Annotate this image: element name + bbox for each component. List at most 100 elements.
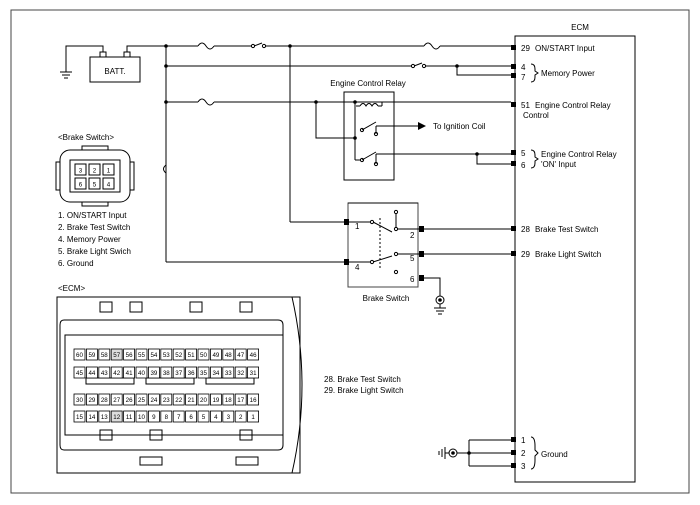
ecm-pin-number: 52 — [175, 352, 182, 359]
ecm-pin-cell — [247, 366, 260, 379]
ecm-pin-number: 36 — [188, 370, 195, 377]
ecm-connector-title: <ECM> — [58, 284, 85, 293]
ecm-pin-number: 8 — [165, 414, 169, 421]
ecm-title: ECM — [571, 23, 589, 32]
ecm-pin-3-num: 3 — [521, 462, 526, 471]
ecm-pin-number: 42 — [113, 370, 120, 377]
ecm-pin-cell — [98, 393, 111, 406]
ecm-pin-cell — [98, 410, 111, 423]
ecm-pin-cell — [209, 348, 222, 361]
ecm-pin-number: 47 — [237, 352, 244, 359]
brake-switch-connector: <Brake Switch> 3 2 1 6 5 4 1. ON/START I… — [55, 133, 135, 268]
ecm-pin-cell — [160, 348, 173, 361]
ecm-pin-cell — [110, 348, 123, 361]
ecm-block — [514, 35, 636, 483]
ecm-pin-cell — [160, 393, 173, 406]
ecm-pin-number: 27 — [113, 397, 120, 404]
ecm-pin-cell — [234, 366, 247, 379]
ecm-pin-cell — [197, 348, 210, 361]
ecm-pin-cell — [86, 348, 98, 361]
ecr-on-label-1: Engine Control Relay — [541, 150, 617, 159]
ecm-pin-number: 46 — [250, 352, 257, 359]
wire-memory-power — [163, 44, 511, 263]
ecm-pin-number: 21 — [188, 397, 195, 404]
wire-on-start — [166, 42, 511, 223]
ecm-pin-cell — [147, 410, 160, 423]
ecm-pin-cell — [147, 393, 160, 406]
ecm-pin-cell — [86, 393, 98, 406]
ecm-pin-number: 41 — [126, 370, 133, 377]
ecm-pin-cell — [209, 393, 222, 406]
ecm-pin-number: 7 — [177, 414, 181, 421]
ecm-pin-number: 10 — [138, 414, 145, 421]
ecm-pin-number: 5 — [202, 414, 206, 421]
ecm-pin-number: 39 — [150, 370, 157, 377]
ecm-pin-number: 29 — [88, 397, 95, 404]
ecm-pin-cell — [172, 366, 185, 379]
bc-legend-2: 2. Brake Test Switch — [58, 223, 130, 232]
bc-cell: 1 — [107, 168, 111, 175]
ecm-pin-number: 34 — [212, 370, 219, 377]
ecm-pin-number: 54 — [150, 352, 157, 359]
bs-pin-4: 4 — [355, 263, 360, 272]
ecm-pin-29-label: ON/START Input — [535, 44, 595, 53]
ecm-pin-5-num: 5 — [521, 149, 526, 158]
ecm-pin-number: 15 — [76, 414, 83, 421]
ecm-pin-cell — [147, 366, 160, 379]
ecm-pin-28-num: 28 — [521, 225, 530, 234]
ecm-pin-number: 2 — [239, 414, 243, 421]
ecm-pin-cell — [135, 393, 148, 406]
brake-connector-title: <Brake Switch> — [58, 133, 114, 142]
ecm-pin-number: 40 — [138, 370, 145, 377]
bc-cell: 5 — [93, 182, 97, 189]
ecm-pin-cell — [185, 348, 198, 361]
ecm-conn-legend-29: 29. Brake Light Switch — [324, 386, 404, 395]
to-ignition-coil-label: To Ignition Coil — [433, 122, 486, 131]
ecm-pin-number: 4 — [214, 414, 218, 421]
ecm-pin-cell — [73, 393, 86, 406]
engine-control-relay: Engine Control Relay To Ignition Coil — [314, 79, 511, 181]
ecm-pin-number: 25 — [138, 397, 145, 404]
ecm-pin-cell — [197, 366, 210, 379]
ecm-pin-cell — [135, 410, 148, 423]
ecm-pin-cell — [110, 410, 123, 423]
ecm-pin-cell — [172, 393, 185, 406]
ecm-pin-number: 51 — [188, 352, 195, 359]
brake-switch: 1 2 4 5 6 Brake Switch — [344, 202, 511, 315]
ecm-pin-number: 56 — [126, 352, 133, 359]
ecm-pin-number: 26 — [126, 397, 133, 404]
battery: BATT. — [60, 45, 141, 83]
bs-pin-6: 6 — [410, 275, 415, 284]
ecm-pin-cell — [73, 348, 86, 361]
bs-pin-5: 5 — [410, 254, 415, 263]
ecm-pin-number: 58 — [101, 352, 108, 359]
ecm-pin-number: 33 — [225, 370, 232, 377]
ecm-pin-cell — [222, 393, 235, 406]
ecm-pin-number: 32 — [237, 370, 244, 377]
ecm-pin-cell — [209, 410, 222, 423]
ecm-pin-cell — [172, 348, 185, 361]
ecm-pin-number: 23 — [163, 397, 170, 404]
ecm-pin-number: 48 — [225, 352, 232, 359]
ecm-pin-cell — [209, 366, 222, 379]
ecm-pin-number: 16 — [250, 397, 257, 404]
ecm-ground-symbol — [438, 439, 511, 467]
battery-plus-wire — [126, 45, 166, 52]
bc-legend-1: 1. ON/START Input — [58, 211, 127, 220]
ecm-pin-2-num: 2 — [521, 449, 526, 458]
ecm-pin-number: 3 — [227, 414, 231, 421]
memory-power-label: Memory Power — [541, 69, 595, 78]
ecm-pin-number: 11 — [126, 414, 133, 421]
ecm-pin-number: 30 — [76, 397, 83, 404]
ecm-pin-number: 31 — [250, 370, 257, 377]
ecr-on-label-2: 'ON' Input — [541, 160, 577, 169]
ecm-pin-number: 35 — [200, 370, 207, 377]
ecm-pin-29-num: 29 — [521, 44, 530, 53]
ecm-pin-6-num: 6 — [521, 161, 526, 170]
ecm-pin-cell — [234, 410, 247, 423]
ecm-pin-cell — [160, 366, 173, 379]
battery-label: BATT. — [104, 67, 125, 76]
ecm-pin-cell — [110, 366, 123, 379]
